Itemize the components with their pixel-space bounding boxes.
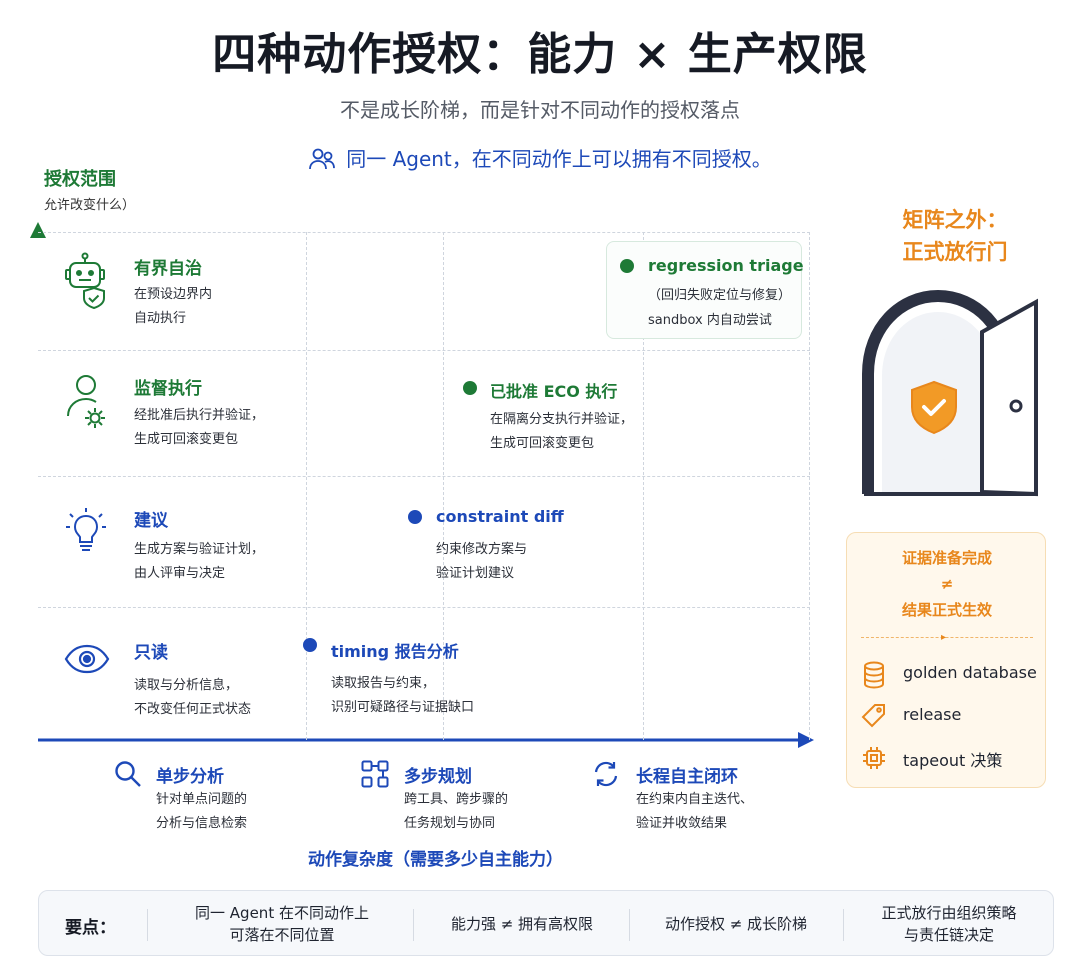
agent-note: 同一 Agent，在不同动作上可以拥有不同授权。	[0, 143, 1080, 172]
release-gate-door-icon	[862, 289, 1038, 497]
cell-desc: 识别可疑路径与证据缺口	[331, 700, 475, 715]
grid-line	[38, 476, 810, 477]
key-point-line: 可落在不同位置	[229, 926, 335, 944]
cell-desc: 约束修改方案与	[436, 542, 528, 557]
key-divider	[629, 909, 630, 941]
key-points-bar: 要点： 同一 Agent 在不同动作上可落在不同位置 能力强 ≠ 拥有高权限 动…	[38, 890, 1054, 956]
cell-title: regression triage	[648, 256, 804, 275]
column-name: 长程自主闭环	[636, 767, 738, 787]
row-name: 监督执行	[134, 379, 202, 399]
row-name: 只读	[134, 643, 168, 663]
cell-marker-dot	[303, 638, 317, 652]
row-desc: 读取与分析信息，	[134, 678, 239, 693]
column-desc: 在约束内自主迭代、	[636, 792, 754, 807]
row-desc: 生成方案与验证计划，	[134, 542, 265, 557]
row-desc: 由人评审与决定	[134, 566, 226, 581]
tag-icon	[861, 704, 885, 728]
key-point-line: 动作授权 ≠ 成长阶梯	[664, 915, 808, 933]
lightbulb-icon	[66, 508, 106, 551]
matrix-axes	[30, 222, 814, 748]
grid-line	[38, 607, 810, 608]
column-desc: 跨工具、跨步骤的	[404, 792, 509, 807]
cell-title: 已批准 ECO 执行	[490, 382, 618, 401]
row-name: 建议	[134, 511, 168, 531]
gate-title: 矩阵之外： 正式放行门	[870, 204, 1040, 268]
column-desc: 验证并收敛结果	[636, 816, 728, 831]
cell-desc: 在隔离分支执行并验证，	[490, 412, 634, 427]
grid-line	[809, 232, 810, 740]
x-axis-title: 动作复杂度（需要多少自主能力）	[308, 850, 563, 870]
y-axis-subtitle: 允许改变什么）	[44, 198, 136, 213]
key-divider	[413, 909, 414, 941]
database-icon	[864, 661, 884, 689]
page-subtitle: 不是成长阶梯，而是针对不同动作的授权落点	[340, 98, 740, 122]
gate-panel: 证据准备完成 ≠ 结果正式生效 ▸ golden database releas…	[846, 532, 1046, 788]
gate-item-label: release	[903, 705, 962, 724]
cell-marker-dot	[463, 381, 477, 395]
column-desc: 分析与信息检索	[156, 816, 248, 831]
cell-desc: 读取报告与约束，	[331, 676, 436, 691]
gate-item-label: tapeout 决策	[903, 751, 1003, 770]
cell-desc: 验证计划建议	[436, 566, 515, 581]
search-icon	[115, 761, 141, 787]
column-desc: 针对单点问题的	[156, 792, 248, 807]
y-axis-arrowhead	[30, 222, 46, 238]
row-desc: 生成可回滚变更包	[134, 432, 239, 447]
agent-note-text: 同一 Agent，在不同动作上可以拥有不同授权。	[346, 147, 772, 171]
eye-icon	[64, 644, 110, 674]
column-name: 多步规划	[404, 767, 472, 787]
grid-line	[643, 232, 644, 740]
users-icon	[309, 148, 336, 170]
cell-desc: 生成可回滚变更包	[490, 436, 595, 451]
chip-icon	[863, 747, 885, 769]
key-point-line: 同一 Agent 在不同动作上	[195, 904, 369, 922]
key-point: 同一 Agent 在不同动作上可落在不同位置	[151, 891, 413, 957]
cell-desc: sandbox 内自动尝试	[648, 313, 772, 328]
workflow-icon	[361, 760, 389, 788]
refresh-cycle-icon	[594, 761, 618, 787]
key-point-line: 能力强 ≠ 拥有高权限	[450, 915, 594, 933]
cell-desc: （回归失败定位与修复）	[648, 288, 792, 303]
person-gear-icon	[67, 375, 105, 428]
row-desc: 不改变任何正式状态	[134, 702, 252, 717]
matrix-grid	[38, 232, 810, 740]
row-desc: 自动执行	[134, 311, 187, 326]
gate-panel-divider	[861, 637, 1033, 638]
cell-title: timing 报告分析	[331, 642, 459, 661]
gate-title-line: 矩阵之外：	[902, 208, 1008, 232]
row-desc: 经批准后执行并验证，	[134, 408, 265, 423]
column-desc: 任务规划与协同	[404, 816, 496, 831]
divider-arrow-icon: ▸	[941, 632, 947, 643]
gate-panel-line: 结果正式生效	[901, 601, 992, 619]
gate-panel-neq: ≠	[940, 575, 954, 593]
grid-line	[38, 232, 810, 233]
cell-regression-triage	[606, 241, 802, 339]
row-desc: 在预设边界内	[134, 287, 213, 302]
key-divider	[147, 909, 148, 941]
cell-marker-dot	[620, 259, 634, 273]
key-point: 正式放行由组织策略与责任链决定	[845, 891, 1053, 957]
page-title: 四种动作授权：能力 × 生产权限	[212, 29, 868, 80]
robot-shield-icon	[65, 252, 105, 310]
key-divider	[843, 909, 844, 941]
key-point: 能力强 ≠ 拥有高权限	[415, 891, 629, 957]
cell-marker-dot	[408, 510, 422, 524]
gate-panel-line: 证据准备完成	[901, 549, 992, 567]
grid-line	[443, 232, 444, 740]
column-name: 单步分析	[156, 767, 224, 787]
y-axis-title: 授权范围	[44, 169, 116, 190]
gate-title-line: 正式放行门	[902, 240, 1008, 264]
cell-title: constraint diff	[436, 507, 564, 526]
key-points-heading: 要点：	[65, 918, 116, 938]
row-name: 有界自治	[134, 259, 202, 279]
x-axis-arrowhead	[798, 732, 814, 748]
gate-item-label: golden database	[903, 663, 1037, 682]
grid-line	[306, 232, 307, 740]
key-point: 动作授权 ≠ 成长阶梯	[631, 891, 841, 957]
grid-line	[38, 350, 810, 351]
key-point-line: 正式放行由组织策略	[881, 904, 1017, 922]
key-point-line: 与责任链决定	[903, 926, 994, 944]
